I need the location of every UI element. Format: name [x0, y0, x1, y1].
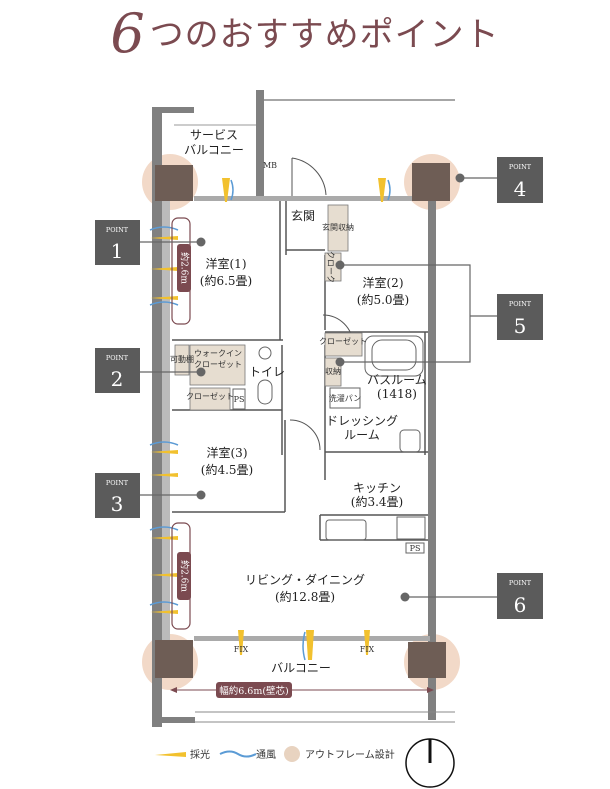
room2-name: 洋室(2) [363, 275, 404, 290]
kitchen-name: キッチン [353, 481, 401, 495]
point-number: 4 [514, 177, 527, 201]
toilet-label: トイレ [249, 365, 285, 379]
walkin-label-1: ウォークイン [194, 349, 242, 358]
legend: 採光 通風 アウトフレーム設計 [155, 746, 395, 762]
cloak-label: クローク [326, 251, 335, 283]
room3-size: (約4.5畳) [201, 462, 253, 477]
fix-label-2: FIX [360, 645, 375, 654]
dressing-label-1: ドレッシング [326, 414, 398, 428]
bathroom-size: (1418) [377, 387, 417, 401]
storage-label: 収納 [325, 366, 341, 376]
point-box-1: POINT 1 [95, 220, 140, 265]
point-box-6: POINT 6 [497, 573, 543, 619]
living-name: リビング・ダイニング [245, 572, 365, 587]
point-box-2: POINT 2 [95, 348, 140, 393]
title-text: つのおすすめポイント [149, 15, 500, 55]
bathroom-label: バスルーム [367, 373, 427, 387]
living-size: (約12.8畳) [275, 589, 335, 604]
legend-wind: 通風 [256, 749, 276, 761]
legend-light: 採光 [190, 748, 210, 761]
point-box-3: POINT 3 [95, 473, 140, 518]
point-dots [196, 173, 465, 602]
balcony-label: バルコニー [271, 661, 331, 675]
walkin-label-2: クローゼット [194, 359, 242, 369]
point-label: POINT [509, 579, 532, 587]
dressing-label-2: ルーム [344, 428, 380, 442]
fix-label-1: FIX [234, 645, 249, 654]
entrance-label: 玄関 [291, 208, 315, 223]
outframe-legend-icon [284, 746, 300, 762]
point-label: POINT [106, 226, 129, 234]
window-height-badge-1: 約2.6m [179, 252, 191, 284]
light-indicators [150, 178, 386, 660]
movable-shelf-label: 可動棚 [170, 354, 194, 364]
closet-label: クローゼット [186, 391, 234, 401]
point-label: POINT [106, 479, 129, 487]
laundry-pan-label: 洗濯パン [329, 393, 361, 403]
title-number: 6 [110, 2, 146, 65]
mb-label: MB [263, 161, 277, 170]
point-connectors [140, 177, 497, 598]
room1-size: (約6.5畳) [200, 273, 252, 288]
room1-name: 洋室(1) [206, 256, 247, 271]
balcony-width-label: 幅約6.6m(壁芯) [219, 685, 289, 697]
room2-size: (約5.0畳) [357, 292, 409, 307]
service-balcony-label-1: サービス [190, 128, 238, 142]
fixtures [232, 335, 426, 554]
closet2-label: クローゼット [319, 336, 367, 346]
point-label: POINT [509, 163, 532, 171]
columns [155, 163, 450, 678]
wind-indicators [149, 179, 391, 661]
entrance-storage-label: 玄関収納 [322, 222, 354, 232]
north-compass-icon [405, 738, 455, 788]
room3-name: 洋室(3) [207, 445, 248, 460]
point-box-4: POINT 4 [497, 157, 543, 203]
kitchen-ps-label: PS [410, 544, 421, 553]
point-number: 2 [111, 367, 124, 391]
window-height-badge-2: 約2.6m [179, 560, 191, 592]
point-label: POINT [509, 300, 532, 308]
storage-areas [174, 204, 363, 411]
legend-outframe: アウトフレーム設計 [305, 748, 395, 761]
light-legend-icon [155, 752, 186, 757]
point-number: 5 [514, 314, 527, 338]
point-number: 6 [514, 593, 527, 617]
point-number: 3 [111, 492, 124, 516]
point-label: POINT [106, 354, 129, 362]
ps-label: PS [234, 395, 245, 404]
kitchen-size: (約3.4畳) [351, 494, 403, 509]
point-box-5: POINT 5 [497, 294, 543, 340]
point-number: 1 [111, 239, 124, 263]
service-balcony-label-2: バルコニー [184, 143, 244, 157]
wind-legend-icon [219, 750, 257, 758]
